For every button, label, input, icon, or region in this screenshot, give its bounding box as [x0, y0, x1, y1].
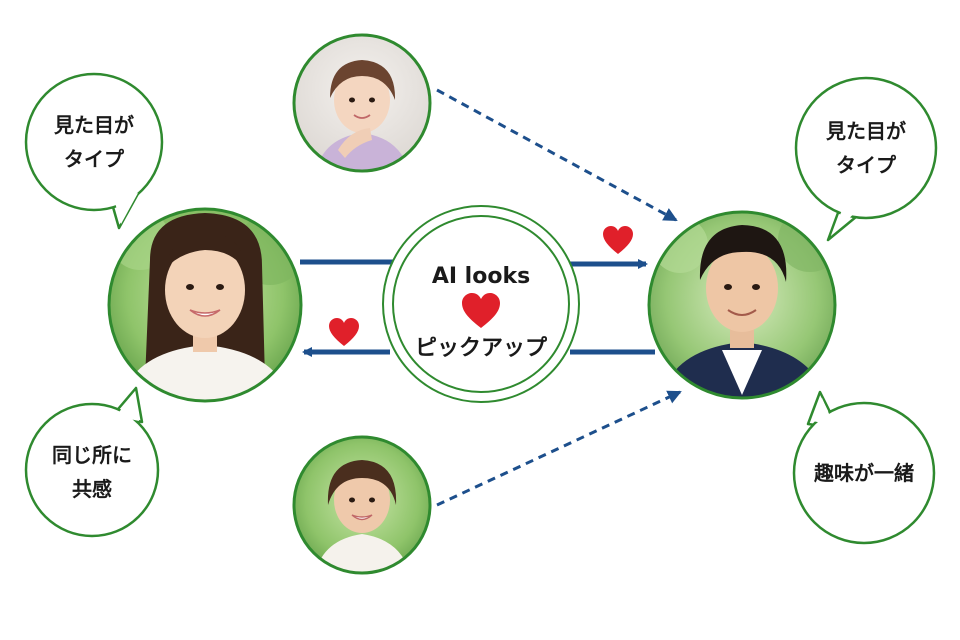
- bubble-text-line1: 見た目が: [826, 119, 906, 143]
- bubble-text-line1: 同じ所に: [52, 443, 132, 467]
- woman-photo-top: [290, 33, 435, 175]
- bubble-text-line1: 趣味が一緒: [813, 461, 914, 485]
- bubble-text-line2: タイプ: [64, 147, 125, 171]
- woman-photo-bottom: [290, 435, 435, 580]
- ai-center-badge: AI looks ピックアップ: [383, 206, 579, 402]
- heart-icon: [329, 318, 359, 346]
- dashed-arrow-bottom-to-man: [437, 392, 680, 505]
- bubble-text-line2: 共感: [72, 477, 112, 501]
- center-title: AI looks: [432, 264, 530, 289]
- bubble-text-line1: 見た目が: [54, 113, 134, 137]
- woman-photo-left: [105, 205, 305, 405]
- speech-bubble-man-bottom: 趣味が一緒: [794, 392, 934, 543]
- center-subtitle: ピックアップ: [415, 336, 548, 361]
- speech-bubble-man-top: 見た目が タイプ: [796, 78, 936, 240]
- bubble-text-line2: タイプ: [836, 153, 897, 177]
- dashed-arrow-top-to-man: [437, 90, 676, 220]
- speech-bubble-woman-top: 見た目が タイプ: [26, 74, 162, 228]
- heart-icon: [603, 226, 633, 254]
- man-photo-right: [645, 208, 842, 405]
- speech-bubble-woman-bottom: 同じ所に 共感: [26, 388, 158, 536]
